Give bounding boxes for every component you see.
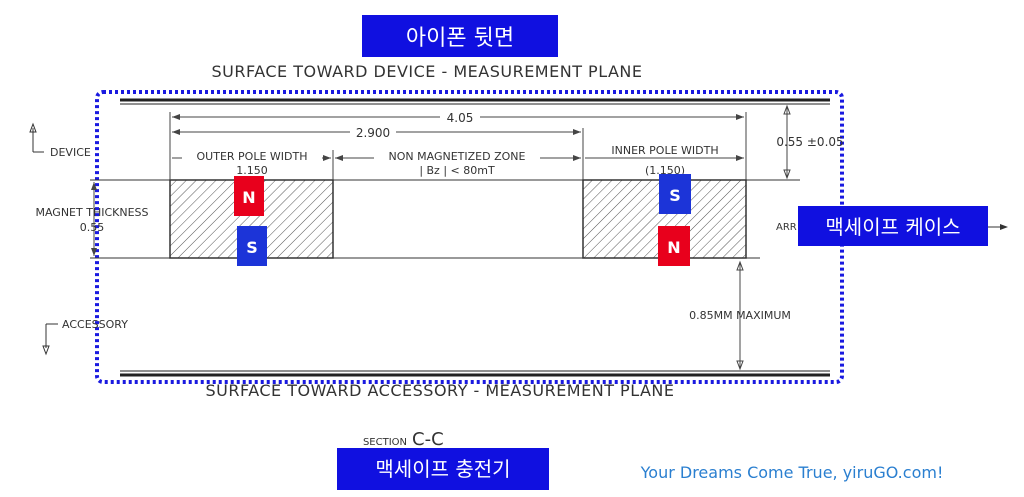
gap-tolerance: 0.55 ±0.05 — [776, 135, 843, 149]
top-banner — [362, 15, 558, 57]
magnet-inner-top-pole: S — [669, 186, 681, 205]
magnet-inner-top — [659, 174, 691, 214]
surface-device-label: SURFACE TOWARD DEVICE - MEASUREMENT PLAN… — [212, 62, 643, 81]
magnet-outer-bottom — [237, 226, 267, 266]
magnet-thickness-label: MAGNET THICKNESS — [35, 206, 148, 219]
magnet-inner-bottom — [658, 226, 690, 266]
inner-pole-width-value: (1.150) — [645, 164, 685, 177]
arr-fragment: ARR — [776, 222, 797, 233]
outer-pole-width-value: 1.150 — [236, 164, 268, 177]
bottom-banner-label: 맥세이프 충전기 — [375, 457, 510, 481]
footer-slogan: Your Dreams Come True, yiruGO.com! — [640, 463, 944, 482]
device-label: DEVICE — [50, 146, 91, 159]
magnet-inner-bottom-pole: N — [667, 238, 680, 257]
right-banner-label: 맥세이프 케이스 — [825, 215, 960, 239]
outer-pole-width-label: OUTER POLE WIDTH — [197, 150, 308, 163]
dim-2-900: 2.900 — [356, 126, 390, 140]
magnet-outer-top — [234, 176, 264, 216]
magnet-thickness-value: 0.55 — [80, 221, 105, 234]
non-magnetized-zone-label: NON MAGNETIZED ZONE — [389, 150, 526, 163]
bottom-banner — [337, 448, 549, 490]
dim-4-05: 4.05 — [447, 111, 474, 125]
section-prefix: SECTION — [363, 437, 407, 448]
case-outline — [95, 90, 844, 384]
top-banner-label: 아이폰 뒷면 — [406, 26, 514, 51]
right-banner — [798, 206, 988, 246]
max-distance-label: 0.85MM MAXIMUM — [689, 309, 791, 322]
magnet-outer-bottom-pole: S — [246, 238, 258, 257]
inner-pole-width-label: INNER POLE WIDTH — [611, 144, 718, 157]
surface-accessory-label: SURFACE TOWARD ACCESSORY - MEASUREMENT P… — [205, 381, 674, 400]
non-magnetized-zone-value: | Bz | < 80mT — [419, 164, 495, 177]
magnet-outer-top-pole: N — [242, 188, 255, 207]
accessory-label: ACCESSORY — [62, 318, 128, 331]
section-name: C-C — [412, 429, 444, 450]
